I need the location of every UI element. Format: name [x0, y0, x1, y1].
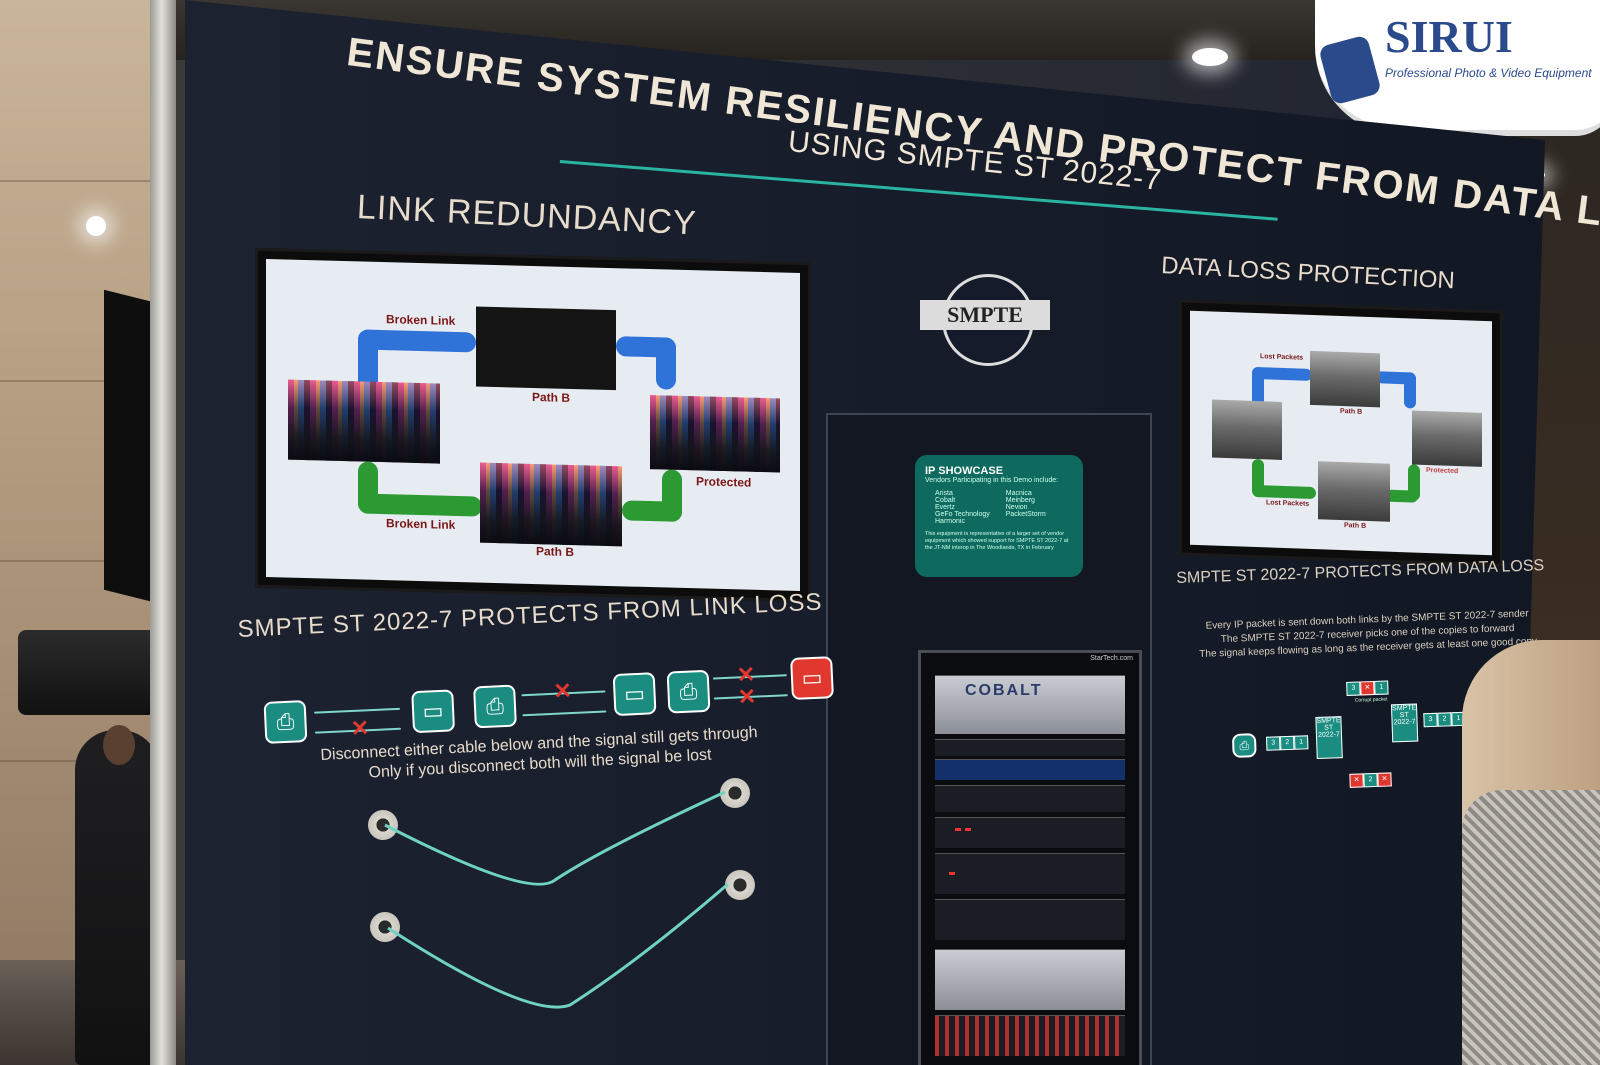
person-walking: [75, 725, 160, 1065]
sirui-tagline: Professional Photo & Video Equipment: [1385, 66, 1592, 80]
cable-grommet: [370, 912, 400, 942]
vendor-item: Evertz: [935, 504, 955, 511]
vendor-item: Macnica: [1005, 490, 1032, 497]
cable-grommet: [368, 810, 398, 840]
signal-lost-monitor-icon: ▭: [790, 656, 834, 700]
broken-link-top-label: Broken Link: [386, 312, 456, 328]
cable-grommet: [725, 870, 755, 900]
rack-unit: [935, 949, 1125, 1010]
rack-unit: [935, 853, 1125, 894]
rack-unit: [935, 817, 1125, 848]
output-frame: [1412, 410, 1482, 467]
path-b-bottom-label: Path B: [536, 544, 575, 560]
vendor-item: Nevion: [1005, 504, 1028, 511]
protected-label: Protected: [1426, 466, 1459, 476]
vendor-item: Harmonic: [935, 518, 965, 525]
ip-showcase-card: IP SHOWCASE Vendors Participating in thi…: [915, 455, 1083, 577]
source-video-thumb: [288, 379, 440, 464]
path-b-top-label: Path B: [532, 389, 571, 405]
speaker: [18, 630, 156, 715]
booth-pole: [150, 0, 176, 1065]
sirui-sign: SIRUI Professional Photo & Video Equipme…: [1315, 0, 1600, 136]
wall-light: [86, 216, 106, 236]
cobalt-label: COBALT: [965, 682, 1043, 699]
protected-label: Protected: [696, 474, 752, 490]
broken-link-x-icon: ✕: [552, 677, 573, 704]
sirui-name: SIRUI: [1385, 11, 1513, 62]
path-a-frame: [1310, 350, 1380, 408]
monitor-icon: ▭: [411, 689, 456, 734]
receiver-box: SMPTE ST 2022-7: [1390, 703, 1419, 743]
smpte-logo: SMPTE: [920, 272, 1050, 366]
broken-link-bottom-label: Broken Link: [386, 516, 456, 532]
startech-label: StarTech.com: [1090, 655, 1133, 662]
switch-unit: [935, 759, 1125, 780]
vendor-item: Meinberg: [1005, 497, 1035, 504]
cobalt-unit: COBALT: [935, 675, 1125, 734]
monitor-icon: ▭: [612, 672, 657, 717]
sirui-logo-icon: [1318, 34, 1382, 106]
camera-icon: ⎙: [263, 700, 308, 744]
vendor-item: Cobalt: [935, 497, 956, 504]
vendor-item: GeFo Technology: [935, 511, 990, 518]
broken-link-x-icon: ✕: [737, 683, 757, 710]
camera-icon: ⎙: [473, 684, 517, 729]
side-monitor: [104, 289, 154, 603]
broken-link-x-icon: ✕: [350, 715, 370, 742]
ceiling-light: [1192, 48, 1228, 66]
data-loss-diagram: ⎙ 3 2 1 SMPTE ST 2022-7 3 ✕ 1 Corrupt pa…: [1230, 671, 1494, 800]
rack-unit: [935, 899, 1125, 940]
path-b-frame: [1318, 461, 1390, 522]
path-b-blank: [476, 306, 616, 391]
rack-unit: [935, 739, 1125, 756]
vendor-item: PacketStorm: [1005, 511, 1046, 518]
camera-icon: ⎙: [666, 669, 711, 714]
path-b-top-label: Path B: [1340, 407, 1363, 416]
path-b-video-thumb: [480, 462, 622, 547]
demo-cables[interactable]: [380, 780, 750, 1040]
left-monitor: Broken Link Path B Protected Broken Link…: [258, 250, 808, 600]
camera-icon: ⎙: [1231, 733, 1257, 758]
showcase-footer: This equipment is representative of a la…: [925, 531, 1069, 551]
equipment-rack: StarTech.com COBALT: [918, 650, 1142, 1065]
output-video-thumb: [650, 395, 780, 473]
showcase-intro: Vendors Participating in this Demo inclu…: [925, 477, 1059, 484]
rack-unit: [935, 785, 1125, 812]
right-screen: Lost Packets Path B Protected Lost Packe…: [1190, 310, 1492, 556]
lost-packets-top-label: Lost Packets: [1260, 353, 1304, 362]
person-foreground: [1462, 640, 1600, 1065]
source-frame: [1212, 399, 1282, 460]
path-b-bottom-label: Path B: [1344, 522, 1367, 530]
patch-panel: [935, 1015, 1125, 1056]
right-monitor: Lost Packets Path B Protected Lost Packe…: [1182, 302, 1500, 564]
vendor-item: Arista: [935, 490, 953, 497]
sender-box: SMPTE ST 2022-7: [1315, 716, 1343, 760]
lost-packets-bottom-label: Lost Packets: [1266, 499, 1310, 508]
left-screen: Broken Link Path B Protected Broken Link…: [266, 259, 800, 591]
showcase-title: IP SHOWCASE: [925, 465, 1004, 477]
